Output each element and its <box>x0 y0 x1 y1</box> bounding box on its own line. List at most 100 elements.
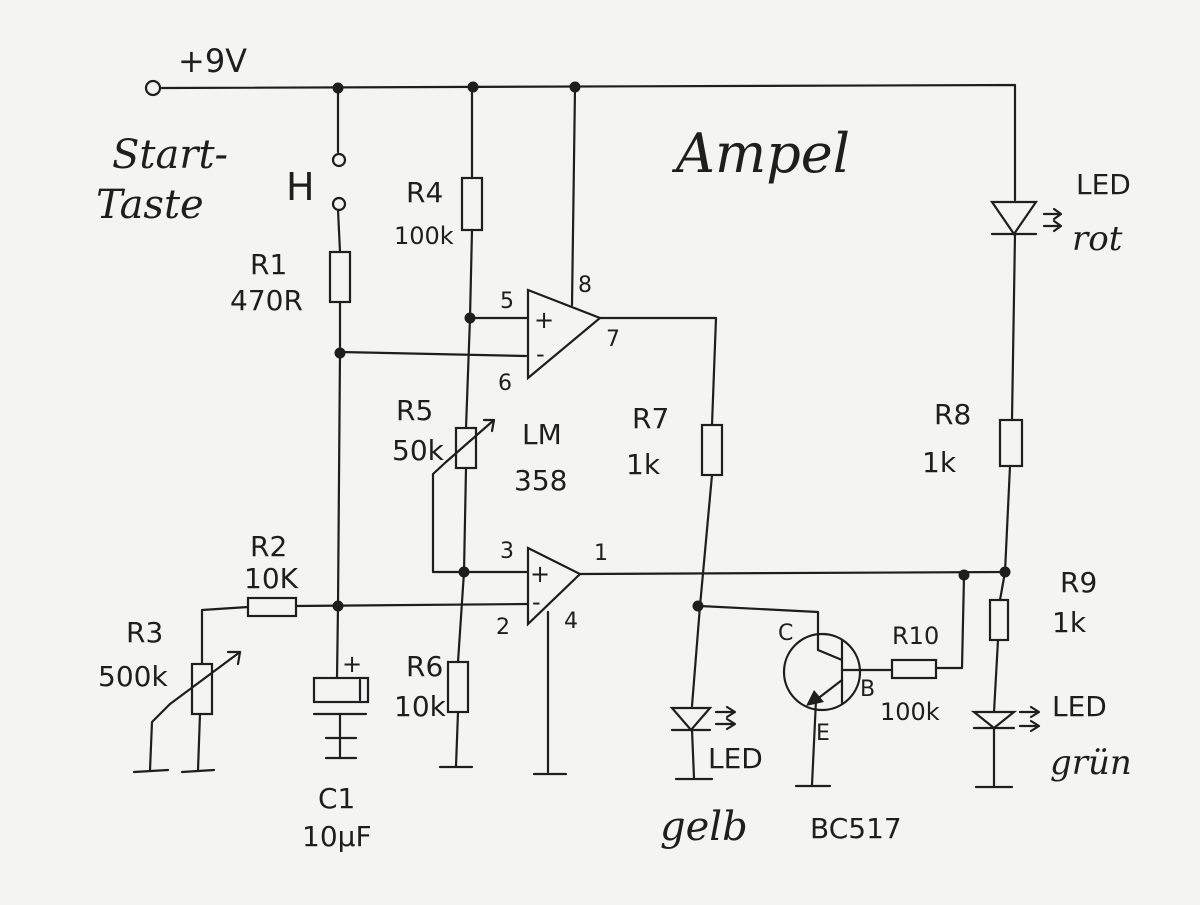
junction-nodes <box>144 79 1011 612</box>
wire-r9-green <box>992 638 1000 714</box>
transistor-c: C <box>778 621 793 646</box>
opamp-upper-minus: - <box>536 340 545 368</box>
pin-1: 1 <box>594 541 608 566</box>
r5-name: R5 <box>396 394 433 427</box>
wire-r7-down <box>690 473 714 708</box>
r10-name: R10 <box>892 622 939 650</box>
node <box>332 82 344 94</box>
switch-contact-bottom <box>331 196 347 212</box>
pin-8: 8 <box>578 273 592 298</box>
r7-value: 1k <box>626 448 661 481</box>
switch-contact-top <box>331 152 347 168</box>
r10-value: 100k <box>880 698 940 726</box>
node <box>464 312 476 324</box>
wire-collector <box>698 604 820 652</box>
pin-6: 6 <box>498 371 512 396</box>
wires <box>148 83 1017 788</box>
ground-r3-left <box>132 768 170 774</box>
opamp-upper: + - <box>526 288 603 381</box>
wire-pin6 <box>338 350 528 358</box>
wire-emitter <box>810 698 818 787</box>
capacitor-polarity: + <box>342 650 362 678</box>
r5-value: 50k <box>392 434 445 467</box>
node <box>332 600 344 612</box>
led-red-label: LED <box>1076 168 1131 201</box>
r8-name: R8 <box>934 398 971 431</box>
led-green-label: LED <box>1052 690 1107 723</box>
wire-r10-right <box>934 574 966 670</box>
wire-pin1 <box>578 570 1007 576</box>
pin-7: 7 <box>606 327 620 352</box>
wire-pin8 <box>570 86 577 307</box>
wire-r5-wiper <box>431 460 466 574</box>
resistor-r1 <box>328 250 352 304</box>
wire-r2-r3 <box>200 605 250 666</box>
r3-name: R3 <box>126 616 163 649</box>
node <box>458 566 470 578</box>
wire-switch-r1 <box>336 208 342 254</box>
c1-name: C1 <box>318 782 355 815</box>
opamp-lower-plus: + <box>530 560 550 588</box>
opamp-lower-minus: - <box>532 588 541 616</box>
supply-rail <box>160 83 1017 202</box>
wire-pin2 <box>294 602 530 608</box>
start-switch: H <box>286 152 347 212</box>
pin-2: 2 <box>496 615 510 640</box>
node <box>999 566 1011 578</box>
capacitor-c1: + <box>312 650 370 760</box>
r7-name: R7 <box>632 402 669 435</box>
led-yellow-color: gelb <box>660 804 748 850</box>
start-key-line2: Taste <box>96 182 204 228</box>
r1-name: R1 <box>250 248 287 281</box>
node <box>692 600 704 612</box>
r9-name: R9 <box>1060 566 1097 599</box>
resistor-r5 <box>444 418 496 470</box>
r1-value: 470R <box>230 284 303 317</box>
wire-r8-down <box>998 464 1012 602</box>
resistor-r4 <box>460 176 484 232</box>
pin-3: 3 <box>500 539 514 564</box>
ground-symbols <box>132 765 1014 789</box>
pin-5: 5 <box>500 289 514 314</box>
pin-4: 4 <box>564 609 578 634</box>
transistor-bc517 <box>782 632 862 712</box>
r4-name: R4 <box>406 176 443 209</box>
r8-value: 1k <box>922 446 957 479</box>
r3-value: 500k <box>98 660 168 693</box>
supply-label: +9V <box>178 42 247 80</box>
r2-name: R2 <box>250 530 287 563</box>
led-red-color: rot <box>1072 219 1123 259</box>
node <box>467 81 479 93</box>
wire-r3-wiper-gnd <box>148 702 172 772</box>
r9-value: 1k <box>1052 606 1087 639</box>
wire-red-led-r8 <box>1010 232 1017 422</box>
wire-pin7 <box>598 316 718 427</box>
opamp-name-line1: LM <box>522 418 562 451</box>
resistor-r3 <box>168 650 242 716</box>
resistor-r6 <box>446 660 470 714</box>
led-yellow <box>669 705 737 732</box>
ground-r3-right <box>180 768 216 774</box>
r4-value: 100k <box>394 222 454 250</box>
transistor-b: B <box>860 677 875 702</box>
supply-terminal <box>144 79 162 97</box>
node <box>334 347 346 359</box>
wire-r6-gnd <box>454 710 460 768</box>
wire-r3-gnd <box>196 712 202 772</box>
diagram-title: Ampel <box>671 122 850 185</box>
resistor-r9 <box>988 598 1010 642</box>
c1-value: 10µF <box>302 820 372 853</box>
led-yellow-label: LED <box>708 742 763 775</box>
wire-r4-r5 <box>464 228 474 430</box>
switch-symbol: H <box>286 165 315 209</box>
led-green <box>970 705 1041 733</box>
opamp-name-line2: 358 <box>514 464 567 497</box>
resistor-r7 <box>700 423 724 477</box>
led-red <box>989 200 1063 236</box>
resistor-r8 <box>998 418 1024 468</box>
resistor-r2 <box>246 596 298 618</box>
led-green-color: grün <box>1050 743 1132 783</box>
r2-value: 10K <box>244 562 299 595</box>
